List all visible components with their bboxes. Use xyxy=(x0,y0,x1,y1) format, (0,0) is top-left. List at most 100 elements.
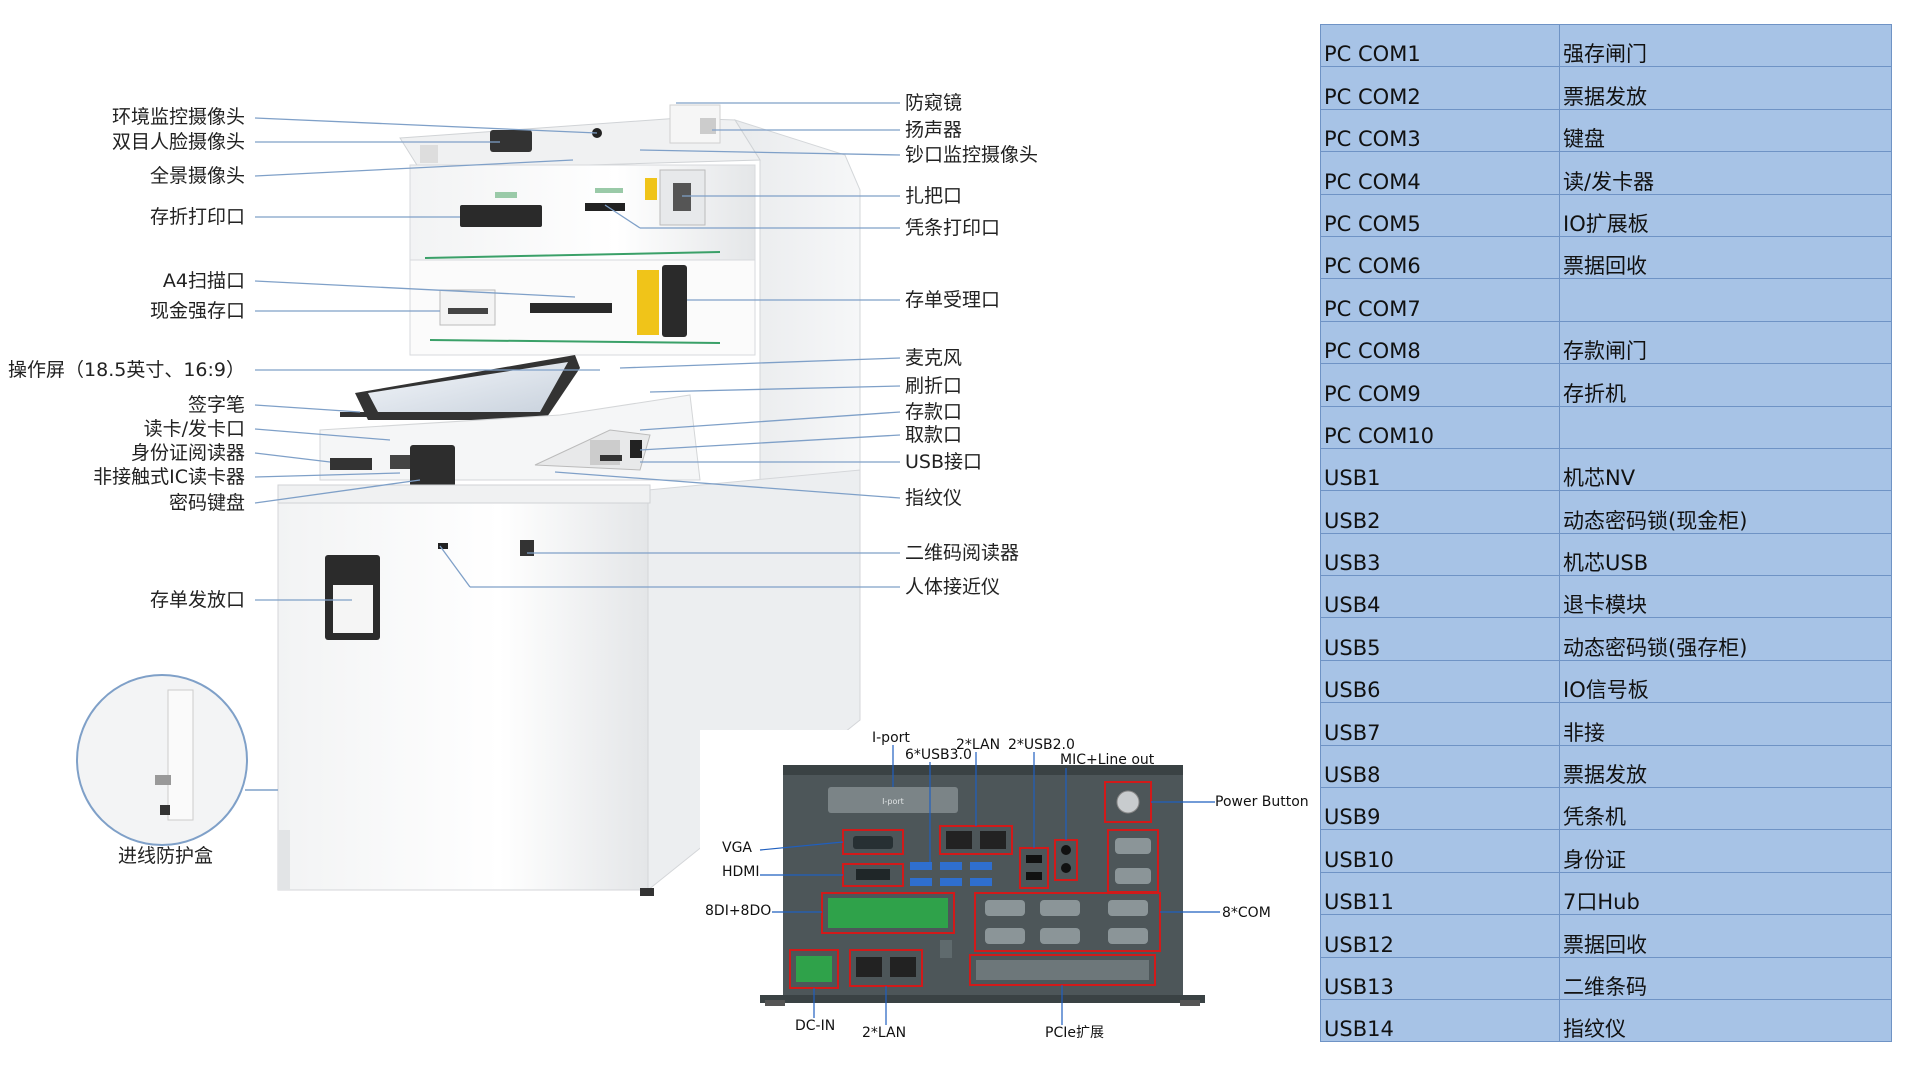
port-name-cell: PC COM10 xyxy=(1320,405,1560,449)
kiosk-diagram: I-port xyxy=(76,102,1220,1025)
lower-cabinet-front xyxy=(277,489,649,891)
device-cell: 票据回收 xyxy=(1559,914,1892,958)
device-cell: 动态密码锁(强存柜) xyxy=(1559,617,1892,661)
device-cell: 键盘 xyxy=(1559,108,1892,153)
port-name-cell: PC COM2 xyxy=(1320,66,1560,110)
port-name-cell: PC COM9 xyxy=(1320,363,1560,407)
label-vga: VGA xyxy=(722,840,753,856)
port-name-cell: PC COM5 xyxy=(1320,193,1560,237)
label-cash-camera: 钞口监控摄像头 xyxy=(905,144,1039,166)
label-speaker: 扬声器 xyxy=(905,119,963,141)
cash-deposit-shape xyxy=(439,289,496,326)
label-contactless-reader: 非接触式IC读卡器 xyxy=(93,466,245,488)
label-microphone: 麦克风 xyxy=(905,347,963,369)
device-cell xyxy=(1559,405,1892,449)
port-name-cell: USB11 xyxy=(1320,871,1560,916)
face-camera-shape xyxy=(490,130,532,152)
port-name-cell: USB6 xyxy=(1320,659,1560,704)
port-name-cell: PC COM6 xyxy=(1320,235,1560,280)
iport-slot xyxy=(828,787,958,813)
device-cell: 强存闸门 xyxy=(1559,23,1892,68)
device-cell: 票据回收 xyxy=(1559,235,1892,280)
label-fingerprint: 指纹仪 xyxy=(905,487,963,509)
dio-terminal-box xyxy=(821,892,955,934)
label-iport: I-port xyxy=(872,730,910,746)
pc-callout-lines xyxy=(759,745,1220,1025)
power-button-shape[interactable] xyxy=(1116,790,1140,814)
device-cell: 非接 xyxy=(1559,702,1892,746)
port-name-cell: PC COM4 xyxy=(1320,151,1560,195)
device-cell: IO扩展板 xyxy=(1559,193,1892,237)
device-cell: 身份证 xyxy=(1559,829,1892,873)
device-cell: 7口Hub xyxy=(1559,871,1892,916)
label-usb30: 6*USB3.0 xyxy=(905,747,972,763)
device-cell: 凭条机 xyxy=(1559,787,1892,831)
label-pin-pad: 密码键盘 xyxy=(168,492,245,514)
port-name-cell: USB10 xyxy=(1320,829,1560,873)
device-cell: 退卡模块 xyxy=(1559,575,1892,619)
port-name-cell: USB13 xyxy=(1320,956,1560,1000)
label-operation-screen: 操作屏（18.5英寸、16:9） xyxy=(8,359,245,381)
label-mic: MIC+Line out xyxy=(1060,752,1155,768)
iport-slot-text: I-port xyxy=(882,797,904,806)
inset-circle xyxy=(76,674,248,846)
label-usb-port: USB接口 xyxy=(905,451,983,473)
device-cell: 票据发放 xyxy=(1559,744,1892,789)
label-qr-reader: 二维码阅读器 xyxy=(905,542,1020,564)
label-privacy-mirror: 防窥镜 xyxy=(905,92,963,114)
left-callout-lines xyxy=(254,117,600,601)
port-name-cell: USB4 xyxy=(1320,575,1560,619)
device-cell: 票据发放 xyxy=(1559,66,1892,110)
a4-scan-shape xyxy=(530,303,612,313)
label-cable-box: 进线防护盒 xyxy=(118,845,214,867)
device-cell: 读/发卡器 xyxy=(1559,151,1892,195)
label-card-reader: 读卡/发卡口 xyxy=(143,418,245,440)
table-row: PC COM10 xyxy=(1320,405,1892,449)
label-receipt-issue: 存单发放口 xyxy=(149,589,245,611)
label-lan-bottom: 2*LAN xyxy=(862,1025,907,1041)
passbook-slot-shape xyxy=(460,205,542,227)
port-name-cell: USB1 xyxy=(1320,447,1560,492)
label-pcie: PCIe扩展 xyxy=(1045,1025,1104,1041)
label-com: 8*COM xyxy=(1222,905,1271,921)
device-cell: IO信号板 xyxy=(1559,659,1892,704)
right-callout-lines xyxy=(439,102,901,588)
label-panorama-camera: 全景摄像头 xyxy=(149,165,245,187)
port-name-cell: USB8 xyxy=(1320,744,1560,789)
port-name-cell: USB12 xyxy=(1320,914,1560,958)
label-id-reader: 身份证阅读器 xyxy=(130,442,245,464)
label-power: Power Button xyxy=(1215,794,1309,810)
device-cell: 动态密码锁(现金柜) xyxy=(1559,490,1892,534)
deposit-receipt-shape xyxy=(637,270,659,335)
label-receipt-print: 凭条打印口 xyxy=(905,217,1001,239)
port-name-cell: USB7 xyxy=(1320,702,1560,746)
port-name-cell: USB3 xyxy=(1320,532,1560,577)
label-sign-pen: 签字笔 xyxy=(187,394,245,416)
label-bundle-slot: 扎把口 xyxy=(905,185,963,207)
port-name-cell: USB2 xyxy=(1320,490,1560,534)
usb30-ports xyxy=(910,862,992,886)
port-name-cell: PC COM7 xyxy=(1320,278,1560,322)
device-cell xyxy=(1559,278,1892,322)
label-proximity-sensor: 人体接近仪 xyxy=(905,576,1001,598)
label-deposit-receipt: 存单受理口 xyxy=(905,289,1001,311)
label-env-camera: 环境监控摄像头 xyxy=(111,106,245,128)
